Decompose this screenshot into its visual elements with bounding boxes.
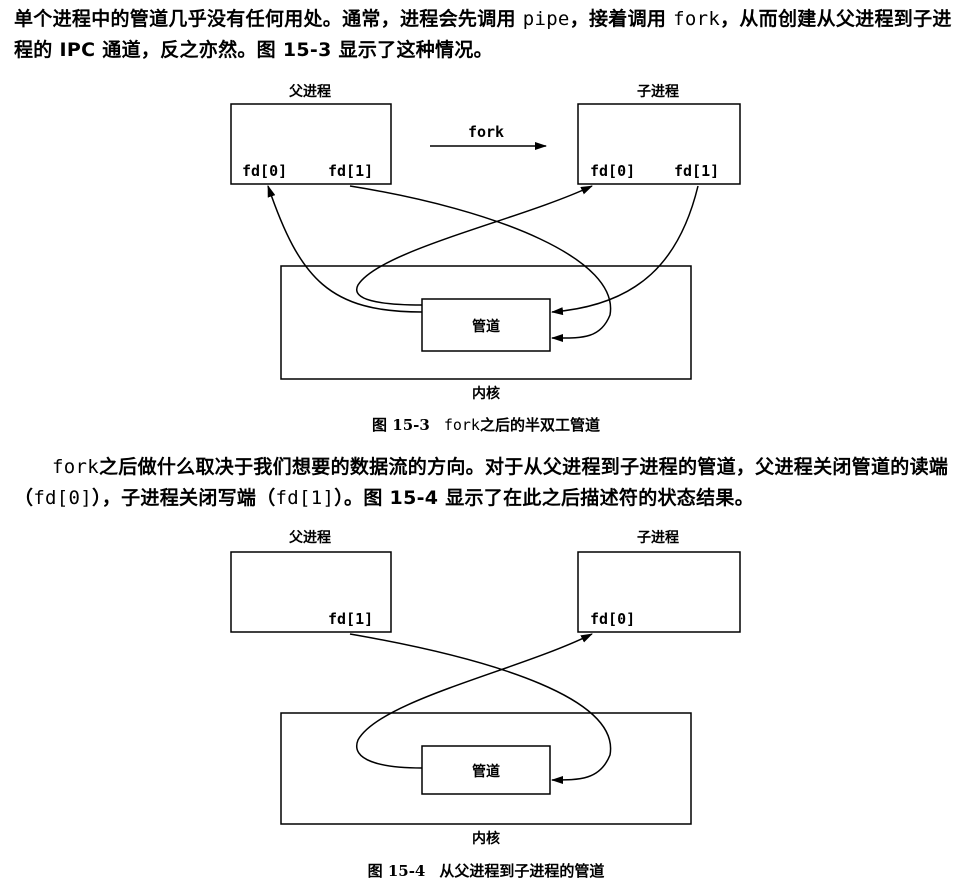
caption-code: fork [444, 416, 480, 434]
parent-process-label: 父进程 [288, 530, 331, 546]
parent-fd1: fd[1] [328, 610, 373, 628]
arrow-pipe-to-child-fd0 [355, 633, 593, 769]
fd0-code: fd[0] [33, 487, 93, 509]
arrow-parent-fd1-to-pipe [349, 633, 612, 784]
para2-text-1: 之后做什么取决于我们想要的数据流的方向。对于从父进程到子进程的管道，父进程关闭管… [14, 456, 949, 509]
figure-15-4: 父进程 子进程 fd[1] fd[0] 管道 内核 图 15-4 从父进程到子进程… [230, 530, 741, 880]
parent-process-box [230, 551, 392, 633]
para1-text-1: 单个进程中的管道几乎没有任何用处。通常，进程会先调用 [14, 8, 523, 30]
figure-15-3: 父进程 子进程 fd[0] fd[1] fd[0] fd[1] fork 管道 … [230, 84, 741, 434]
kernel-box [280, 265, 692, 380]
child-process-label: 子进程 [637, 530, 679, 546]
caption-text: 从父进程到子进程的管道 [439, 862, 604, 880]
child-process-box [577, 551, 741, 633]
child-process-label: 子进程 [637, 84, 679, 100]
pipe-label: 管道 [472, 763, 500, 780]
para2-text-3: ）。图 15-4 显示了在此之后描述符的状态结果。 [334, 487, 755, 509]
kernel-label: 内核 [472, 385, 500, 402]
caption-number: 图 15-3 [372, 416, 430, 434]
pipe-box [421, 745, 551, 795]
parent-process-label: 父进程 [288, 84, 331, 100]
caption-text: 之后的半双工管道 [480, 416, 600, 434]
arrow-pipe-to-child-fd0 [355, 185, 593, 306]
caption-number: 图 15-4 [368, 862, 426, 880]
figure-15-3-caption: 图 15-3 fork之后的半双工管道 [372, 416, 600, 434]
arrow-pipe-to-parent-fd0 [267, 185, 423, 313]
pipe-code: pipe [522, 8, 570, 30]
parent-fd0: fd[0] [242, 162, 287, 180]
para2-text-2: ），子进程关闭写端（ [92, 487, 276, 509]
paragraph-2: fork之后做什么取决于我们想要的数据流的方向。对于从父进程到子进程的管道，父进… [14, 452, 964, 514]
child-fd1: fd[1] [674, 162, 719, 180]
child-fd0: fd[0] [590, 162, 635, 180]
child-process-box [577, 103, 741, 185]
arrow-parent-fd1-to-pipe [349, 185, 612, 343]
paragraph-1: 单个进程中的管道几乎没有任何用处。通常，进程会先调用 pipe，接着调用 for… [14, 4, 964, 66]
parent-process-box [230, 103, 392, 185]
parent-fd1: fd[1] [328, 162, 373, 180]
figure-15-4-caption: 图 15-4 从父进程到子进程的管道 [368, 862, 605, 880]
child-fd0: fd[0] [590, 610, 635, 628]
fork-label: fork [468, 123, 504, 141]
arrow-child-fd1-to-pipe [551, 185, 699, 316]
kernel-label: 内核 [472, 830, 500, 847]
pipe-label: 管道 [472, 318, 500, 335]
fork-code: fork [52, 456, 99, 478]
kernel-box [280, 712, 692, 825]
para1-text-2: ，接着调用 [569, 8, 674, 30]
fork-code: fork [673, 8, 721, 30]
fd1-code: fd[1] [275, 487, 335, 509]
pipe-box [421, 298, 551, 352]
para1-text-3: ，从而创建从父进程到子进程的 IPC 通道，反之亦然。图 15-3 显示了这种情… [14, 8, 952, 61]
